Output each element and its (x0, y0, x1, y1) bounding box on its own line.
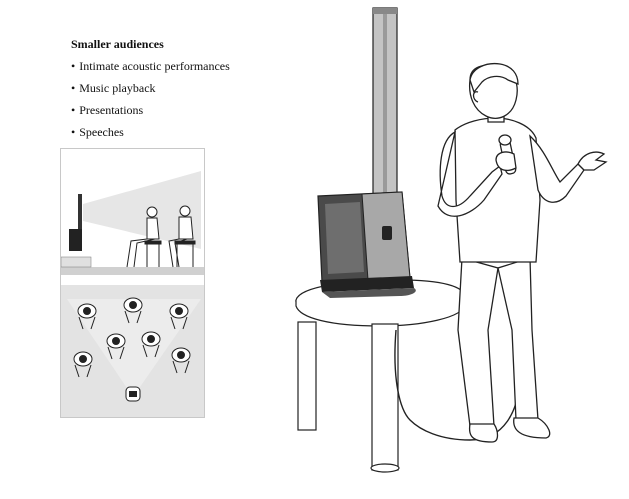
list-item: •Music playback (71, 80, 271, 96)
audience-heading: Smaller audiences (71, 37, 164, 51)
presenter-figure (437, 62, 608, 443)
use-case-list: •Intimate acoustic performances •Music p… (71, 58, 271, 140)
listener-icon (171, 347, 191, 374)
table-illustration (295, 279, 466, 473)
listener-icon (141, 331, 161, 358)
list-item: •Presentations (71, 102, 271, 118)
list-item-label: Music playback (79, 81, 156, 95)
list-item-label: Presentations (79, 103, 144, 117)
bullet-icon: • (71, 125, 76, 139)
list-item-label: Speeches (79, 125, 124, 139)
bullet-icon: • (71, 103, 76, 117)
mic-cable (394, 184, 523, 441)
setup-diagram (61, 149, 204, 417)
listener-icon (169, 303, 189, 330)
audience-text-block: Smaller audiences •Intimate acoustic per… (71, 36, 271, 146)
listener-icon (73, 351, 93, 378)
speaker-tower-icon (317, 7, 416, 298)
side-view-diagram (61, 149, 204, 279)
top-view-diagram (61, 285, 204, 417)
listener-icon (106, 333, 126, 360)
bullet-icon: • (71, 59, 76, 73)
seated-person-icon (126, 206, 162, 268)
setup-diagram-panel (60, 148, 205, 418)
list-item: •Intimate acoustic performances (71, 58, 271, 74)
listener-icon (123, 297, 143, 324)
list-item-label: Intimate acoustic performances (79, 59, 230, 73)
bullet-icon: • (71, 81, 76, 95)
list-item: •Speeches (71, 124, 271, 140)
seated-person-icon (168, 205, 196, 268)
listener-icon (77, 303, 97, 330)
listener-group (73, 297, 191, 378)
speaker-top-view-icon (125, 386, 141, 402)
